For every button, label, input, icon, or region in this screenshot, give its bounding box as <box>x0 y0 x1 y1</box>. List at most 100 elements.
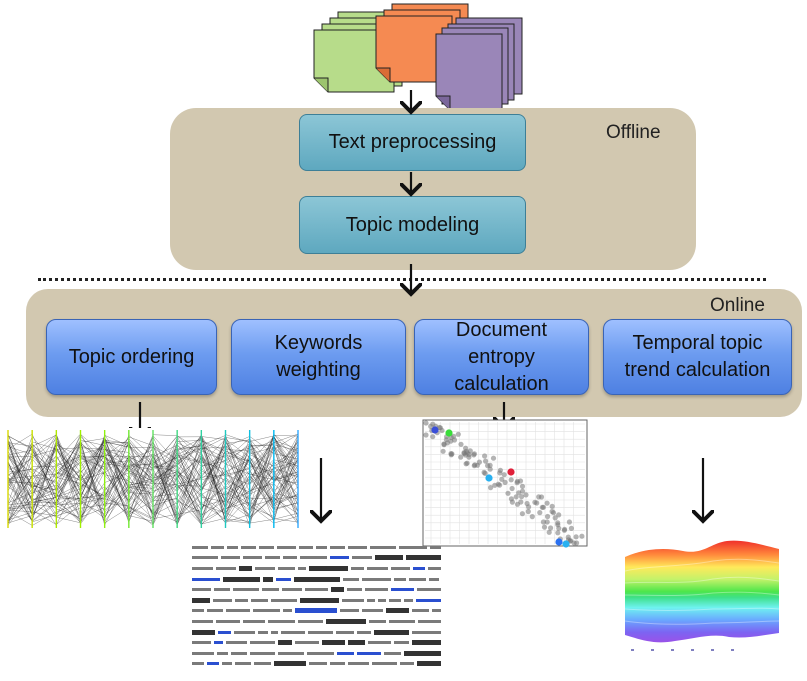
keyword-mark <box>192 597 210 603</box>
scatter-highlight-point <box>507 468 515 476</box>
keyword-mark <box>231 651 248 655</box>
keyword-mark <box>235 598 248 602</box>
keyword-mark <box>192 651 215 655</box>
keyword-mark <box>217 651 229 655</box>
keyword-mark <box>253 609 280 613</box>
keyword-mark <box>384 651 401 655</box>
scatter-point <box>490 455 497 461</box>
scatter-point <box>513 494 519 500</box>
scatter-point <box>430 434 436 440</box>
keyword-mark <box>356 651 382 655</box>
scatter-point <box>474 462 480 468</box>
keyword-mark <box>307 651 335 655</box>
keyword-mark <box>343 577 359 581</box>
keyword-mark <box>417 588 441 592</box>
scatter-point <box>546 529 552 535</box>
scatter-point <box>523 492 529 498</box>
keyword-mark <box>192 556 218 560</box>
keyword-mark <box>341 598 365 602</box>
keyword-mark <box>412 566 426 570</box>
keyword-mark <box>432 609 441 613</box>
scatter-point <box>482 470 488 476</box>
topic-ordering-box: Topic ordering <box>46 319 217 395</box>
scatter-point <box>519 511 525 517</box>
keyword-mark <box>254 566 276 570</box>
keyword-mark <box>282 588 303 592</box>
scatter-point <box>545 513 551 520</box>
scatter-point <box>482 453 488 459</box>
scatter-point <box>471 452 477 458</box>
keyword-mark <box>347 662 369 666</box>
keyword-mark <box>240 545 257 549</box>
keyword-mark <box>326 618 367 624</box>
keyword-mark <box>391 566 410 570</box>
keyword-mark <box>225 609 251 613</box>
scatter-point <box>514 501 521 507</box>
scatter-point <box>571 540 577 546</box>
keyword-mark <box>212 598 233 602</box>
scatter-point <box>548 525 554 531</box>
keyword-mark <box>329 662 345 666</box>
scatter-point <box>428 423 434 429</box>
keyword-mark <box>273 661 307 667</box>
keyword-mark <box>298 545 314 549</box>
keyword-mark <box>259 545 275 549</box>
scatter-point <box>505 490 511 496</box>
keyword-mark <box>347 588 363 592</box>
keyword-mark <box>404 598 414 602</box>
scatter-point <box>508 477 514 483</box>
scatter-point <box>519 483 526 489</box>
scatter-highlight-point <box>555 538 563 546</box>
keyword-mark <box>192 662 205 666</box>
keyword-mark <box>385 608 410 614</box>
keyword-mark <box>329 545 346 549</box>
keyword-mark <box>330 556 350 560</box>
keyword-mark <box>394 577 406 581</box>
scatter-point <box>423 432 429 438</box>
keyword-mark <box>261 588 280 592</box>
keyword-mark <box>350 566 364 570</box>
scatter-point <box>519 494 525 500</box>
keyword-mark <box>242 556 262 560</box>
scatter-point <box>497 470 503 476</box>
keyword-mark <box>368 641 391 645</box>
keyword-mark <box>267 619 295 623</box>
scatter-point <box>501 472 507 478</box>
keyword-mark <box>362 577 391 581</box>
keyword-mark <box>412 640 441 646</box>
keyword-mark <box>192 609 204 613</box>
parallel-coordinates-thumbnail <box>2 428 302 528</box>
scatter-point <box>573 534 579 540</box>
scatter-point <box>458 454 464 460</box>
keyword-mark <box>416 598 441 602</box>
keyword-mark <box>277 640 292 646</box>
keyword-mark <box>276 577 291 581</box>
keyword-mark <box>369 545 397 549</box>
scatter-point <box>544 500 550 506</box>
scatter-point <box>440 448 446 454</box>
scatter-point <box>464 450 470 456</box>
keyword-mark <box>308 565 348 571</box>
keyword-mark <box>210 545 225 549</box>
keyword-mark <box>429 577 439 581</box>
scatter-highlight-point <box>562 540 570 548</box>
keyword-mark <box>225 641 247 645</box>
online-label: Online <box>710 295 765 316</box>
scatter-point <box>566 519 572 525</box>
scatter-point <box>485 463 491 469</box>
keyword-mark <box>297 566 306 570</box>
scatter-point <box>524 500 530 507</box>
scatter-point <box>444 440 450 446</box>
keyword-mark <box>249 641 275 645</box>
scatter-highlight-point <box>431 426 439 434</box>
offline-label: Offline <box>606 122 661 143</box>
keyword-mark <box>222 662 233 666</box>
keyword-mark <box>356 630 372 634</box>
scatter-point <box>565 534 571 540</box>
keyword-mark <box>250 651 276 655</box>
keyword-mark <box>403 650 442 656</box>
keyword-mark <box>405 555 442 561</box>
scatter-point <box>568 525 574 531</box>
keyword-mark <box>295 608 337 614</box>
keyword-mark <box>309 662 327 666</box>
